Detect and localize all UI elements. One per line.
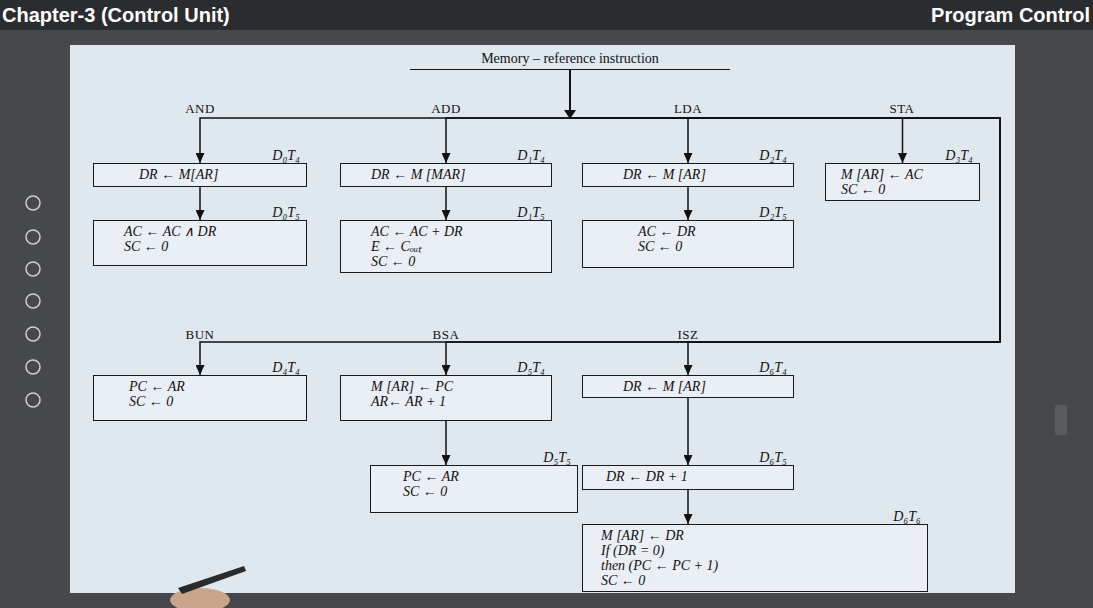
flow-arrow [199,187,201,220]
instruction-name: ISZ [678,327,699,342]
process-box: D₅T₅PC ← ARSC ← 0 [370,465,578,513]
flow-arrow [445,187,447,220]
micro-operation: SC ← 0 [403,484,447,499]
flow-arrow [445,421,447,465]
micro-operation: then (PC ← PC + 1) [601,558,718,573]
flow-arrow [687,187,689,220]
micro-operation: SC ← 0 [638,239,682,254]
header-text: Program Control [931,4,1090,26]
flow-arrow [687,398,689,465]
timing-signal: D₀T₄ [272,148,300,163]
process-box: D₀T₄DR ← M[AR] [93,163,307,187]
process-box: D₆T₆M [AR] ← DRIf (DR = 0)then (PC ← PC … [582,524,928,592]
micro-operation: DR ← M[AR] [139,167,218,182]
flow-heading: Memory – reference instruction [410,51,730,70]
presenter-hand [170,566,246,608]
flow-arrow [200,70,570,163]
timing-signal: D₆T₅ [759,450,787,465]
micro-operation: SC ← 0 [841,182,885,197]
process-box: D₄T₄PC ← ARSC ← 0 [93,375,307,421]
micro-operation: PC ← AR [129,379,185,394]
flow-arrow [570,70,1000,375]
micro-operation: M [AR] ← AC [841,167,923,182]
timing-signal: D₁T₅ [517,205,545,220]
micro-operation: SC ← 0 [124,239,168,254]
process-box: D₁T₄DR ← M [MAR] [340,163,552,187]
timing-signal: D₁T₄ [517,148,545,163]
timing-signal: D₅T₅ [543,450,571,465]
process-box: D₃T₄M [AR] ← ACSC ← 0 [825,163,980,201]
process-box: D₂T₅AC ← DRSC ← 0 [582,220,794,268]
micro-operation: E ← Cₒᵤₜ [371,239,421,254]
timing-signal: D₅T₄ [517,360,545,375]
micro-operation: PC ← AR [403,469,459,484]
process-box: D₆T₄DR ← M [AR] [582,375,794,398]
micro-operation: DR ← M [MAR] [371,167,466,182]
branch-label: BUN [130,325,270,343]
branch-label: ISZ [618,325,758,343]
branch-label: STA [832,99,972,117]
flow-arrow [200,70,1000,375]
timing-signal: D₆T₄ [759,360,787,375]
branch-label: LDA [618,99,758,117]
micro-operation: AC ← AC + DR [371,224,463,239]
flow-arrow [446,70,570,163]
process-box: D₀T₅AC ← AC ∧ DRSC ← 0 [93,220,307,266]
process-box: D₁T₅AC ← AC + DRE ← CₒᵤₜSC ← 0 [340,220,552,273]
instruction-name: AND [185,101,215,116]
branch-label: AND [130,99,270,117]
micro-operation: SC ← 0 [371,254,415,269]
branch-label: BSA [376,325,516,343]
timing-signal: D₀T₅ [272,205,300,220]
micro-operation: DR ← DR + 1 [606,469,688,484]
micro-operation: AC ← DR [638,224,696,239]
micro-operation: AR← AR + 1 [371,394,446,409]
micro-operation: M [AR] ← PC [371,379,453,394]
header-text: Chapter-3 (Control Unit) [2,4,230,26]
toolbar-icons [26,196,40,407]
instruction-name: STA [889,101,914,116]
timing-signal: D₃T₄ [945,148,973,163]
flow-arrow [687,490,689,524]
micro-operation: M [AR] ← DR [601,528,684,543]
instruction-name: BUN [186,327,215,342]
slide-header: Program Control [850,4,1090,27]
slide-header: Chapter-3 (Control Unit) [2,4,302,27]
flow-arrow [570,70,903,163]
micro-operation: DR ← M [AR] [623,167,706,182]
micro-operation: DR ← M [AR] [623,379,706,394]
instruction-name: BSA [433,327,460,342]
micro-operation: SC ← 0 [601,573,645,588]
process-box: D₅T₄M [AR] ← PCAR← AR + 1 [340,375,552,421]
timing-signal: D₂T₄ [759,148,787,163]
side-tab [1055,405,1067,435]
header-bar [0,0,1093,30]
timing-signal: D₂T₅ [759,205,787,220]
timing-signal: D₄T₄ [272,360,300,375]
micro-operation: If (DR = 0) [601,543,665,558]
heading-text: Memory – reference instruction [481,51,659,66]
instruction-name: LDA [674,101,702,116]
branch-label: ADD [376,99,516,117]
timing-signal: D₆T₆ [893,509,921,524]
micro-operation: AC ← AC ∧ DR [124,224,216,239]
slide [70,45,1015,593]
instruction-name: ADD [431,101,461,116]
flow-arrow [570,70,688,163]
process-box: D₂T₄DR ← M [AR] [582,163,794,187]
process-box: D₆T₅DR ← DR + 1 [582,465,794,490]
micro-operation: SC ← 0 [129,394,173,409]
